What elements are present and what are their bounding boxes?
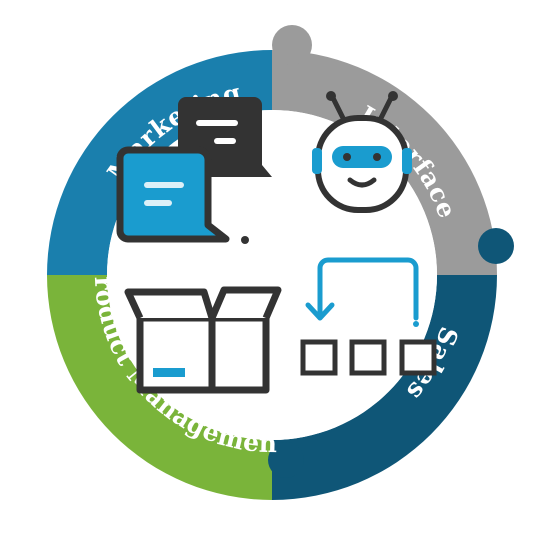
puzzle-knob-marketing-interface	[272, 25, 312, 65]
puzzle-knob-interface-sales	[478, 228, 514, 264]
segment-sales	[272, 275, 497, 500]
chat-bubbles-icon	[116, 97, 272, 244]
segment-interface	[272, 50, 497, 275]
robot-icon	[312, 91, 412, 213]
process-flow-icon	[300, 257, 437, 376]
puzzle-knob-sales-product	[268, 442, 304, 478]
segment-product-management	[47, 275, 272, 500]
ring	[47, 25, 514, 500]
open-box-icon	[124, 286, 282, 394]
